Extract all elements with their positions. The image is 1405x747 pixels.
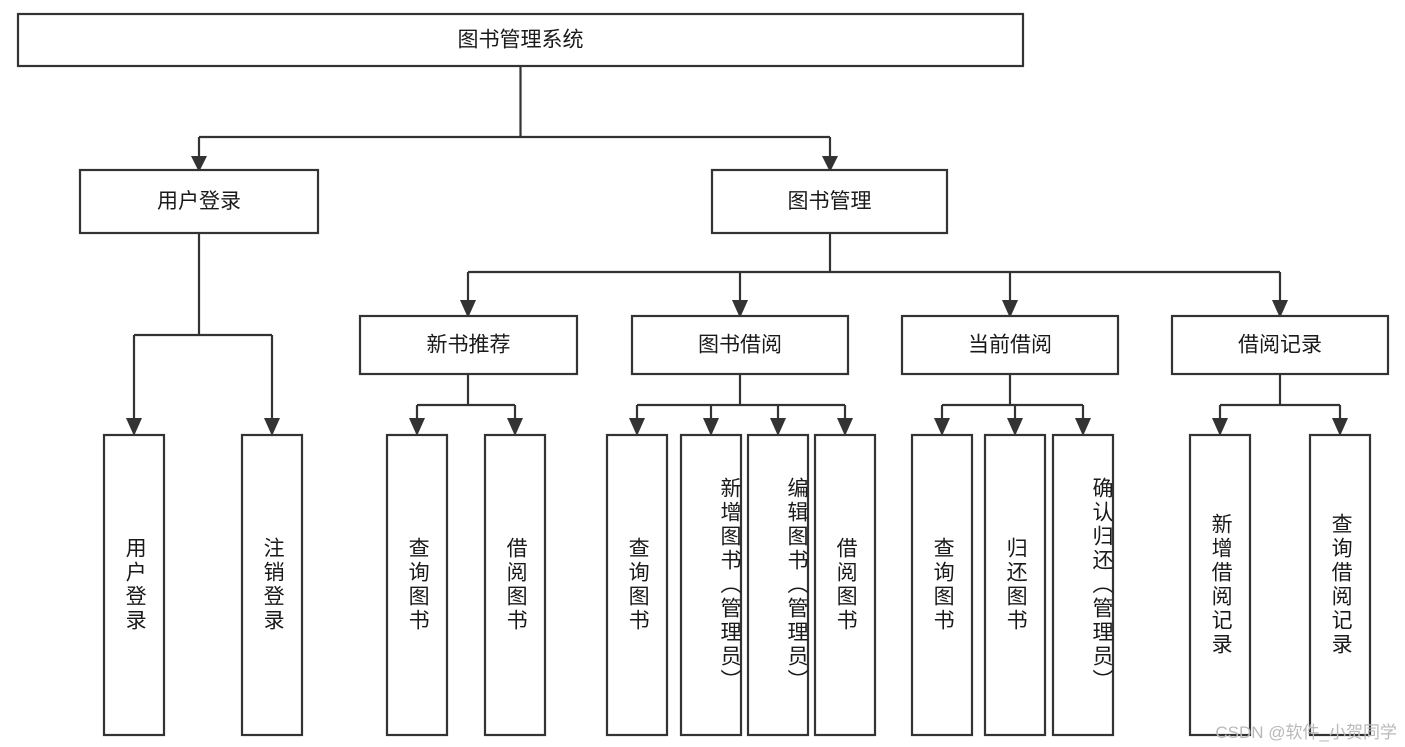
leaf-box-group xyxy=(102,433,1372,737)
arrow-n2-leaf3 xyxy=(770,418,786,436)
node-book-borrow-box[interactable] xyxy=(630,314,850,376)
leaf-node-box[interactable] xyxy=(1188,433,1252,737)
arrow-to-borrow-record xyxy=(1272,300,1288,318)
node-new-book-recommend-box[interactable] xyxy=(358,314,579,376)
node-book-borrow-label: 图书借阅 xyxy=(698,334,782,357)
arrow-to-book-manage xyxy=(822,156,838,172)
arrow-n2-leaf2 xyxy=(703,418,719,436)
leaf-node-box[interactable] xyxy=(605,433,669,737)
node-book-manage-box[interactable] xyxy=(710,168,949,235)
watermark-text: CSDN @软件_小贺同学 xyxy=(1215,723,1397,742)
node-layer: 图书管理系统 用户登录 图书管理 新书推荐 图书借阅 当前借阅 借阅记录 xyxy=(16,12,1390,737)
arrow-n2-leaf1 xyxy=(629,418,645,436)
leaf-node-box[interactable] xyxy=(746,433,810,737)
node-borrow-record-label: 借阅记录 xyxy=(1238,334,1322,357)
node-borrow-record-box[interactable] xyxy=(1170,314,1390,376)
node-root-box[interactable] xyxy=(16,12,1025,68)
leaf-node-box[interactable] xyxy=(483,433,547,737)
leaf-node-box[interactable] xyxy=(1051,433,1115,737)
node-user-login-label: 用户登录 xyxy=(157,190,241,213)
node-current-borrow-label: 当前借阅 xyxy=(968,334,1052,357)
arrow-login-leaf1 xyxy=(126,418,142,436)
leaf-node-box[interactable] xyxy=(679,433,743,737)
leaf-node-box[interactable] xyxy=(102,433,166,737)
node-new-book-recommend-label: 新书推荐 xyxy=(427,334,511,357)
node-book-manage-label: 图书管理 xyxy=(788,190,872,213)
arrow-to-user-login xyxy=(191,156,207,172)
leaf-node-box[interactable] xyxy=(1308,433,1372,737)
arrow-n1-leaf1 xyxy=(409,418,425,436)
node-user-login-box[interactable] xyxy=(78,168,320,235)
arrow-to-current-borrow xyxy=(1002,300,1018,318)
node-root-label: 图书管理系统 xyxy=(458,29,584,52)
node-current-borrow-box[interactable] xyxy=(900,314,1120,376)
leaf-node-box[interactable] xyxy=(983,433,1047,737)
arrow-n4-leaf1 xyxy=(1212,418,1228,436)
arrow-to-new-book xyxy=(460,300,476,318)
arrow-n4-leaf2 xyxy=(1332,418,1348,436)
arrow-n3-leaf1 xyxy=(934,418,950,436)
leaf-node-box[interactable] xyxy=(910,433,974,737)
arrow-n3-leaf3 xyxy=(1075,418,1091,436)
leaf-node-box[interactable] xyxy=(813,433,877,737)
arrow-n2-leaf4 xyxy=(837,418,853,436)
arrow-n1-leaf2 xyxy=(507,418,523,436)
connector-layer xyxy=(126,66,1348,436)
arrow-n3-leaf2 xyxy=(1007,418,1023,436)
leaf-node-box[interactable] xyxy=(240,433,304,737)
leaf-node-box[interactable] xyxy=(385,433,449,737)
arrow-login-leaf2 xyxy=(264,418,280,436)
arrow-to-borrow-book xyxy=(732,300,748,318)
